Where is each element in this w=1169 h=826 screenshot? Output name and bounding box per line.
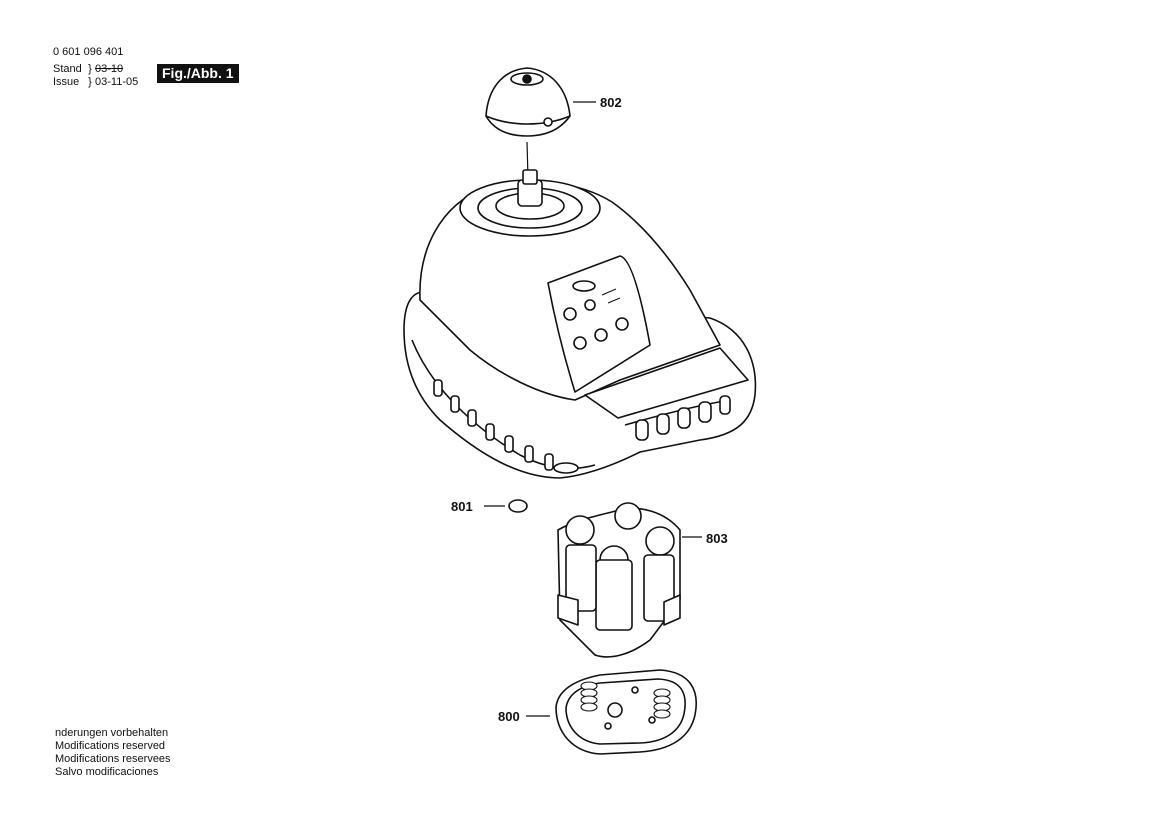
issue-value: 03-11-05	[95, 76, 139, 88]
battery-holder-part-803	[557, 502, 702, 658]
notice-english: Modifications reserved	[55, 740, 166, 752]
battery-cover-part-800	[526, 669, 697, 755]
notice-german: nderungen vorbehalten	[55, 727, 169, 739]
part-number-802: 802	[600, 95, 622, 110]
issue-row: Issue } 03-11-05	[53, 76, 138, 89]
figure-label: Fig./Abb. 1	[157, 64, 239, 83]
modification-notice: nderungen vorbehalten Modifications rese…	[55, 727, 171, 779]
notice-spanish: Salvo modificaciones	[55, 766, 159, 778]
stand-label: Stand	[53, 63, 82, 75]
stand-issue-block: Stand } 03-10 Issue } 03-11-05	[53, 63, 138, 89]
brace-icon: }	[88, 76, 92, 88]
stand-value: 03-10	[95, 63, 124, 75]
brace-icon: }	[88, 63, 92, 75]
issue-label: Issue	[53, 76, 80, 88]
part-number-800: 800	[498, 709, 520, 724]
plug-part-801	[484, 499, 528, 513]
document-number: 0 601 096 401	[53, 46, 124, 58]
notice-french: Modifications reservees	[55, 753, 171, 765]
stand-row: Stand } 03-10	[53, 63, 138, 76]
laser-housing	[403, 169, 757, 479]
part-number-803: 803	[706, 531, 728, 546]
part-number-801: 801	[451, 499, 473, 514]
cap-part-802	[485, 67, 571, 179]
